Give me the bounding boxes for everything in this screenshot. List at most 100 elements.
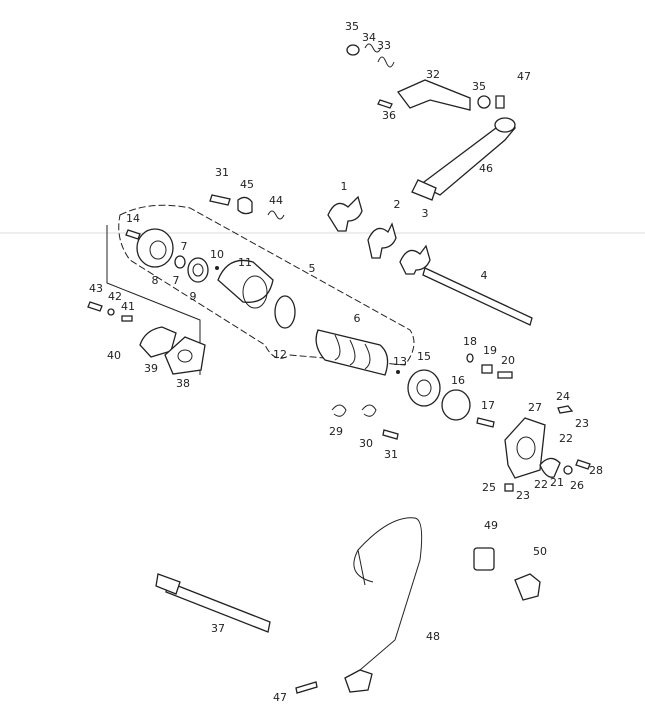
callout-15: 15 <box>417 350 431 363</box>
part-38-plate <box>164 336 206 375</box>
callout-14: 14 <box>126 212 140 225</box>
callout-26: 26 <box>570 479 584 492</box>
callout-43: 43 <box>89 282 103 295</box>
callout-22: 22 <box>534 478 548 491</box>
callout-31: 31 <box>215 166 229 179</box>
callout-16: 16 <box>451 374 465 387</box>
pedal-hub <box>494 117 516 133</box>
callout-32: 32 <box>426 68 440 81</box>
part-44-spring <box>267 210 285 220</box>
callout-34: 34 <box>362 31 376 44</box>
part-45-stopper <box>237 196 253 215</box>
part-49-bush <box>473 547 495 571</box>
callout-50: 50 <box>533 545 547 558</box>
part-27-plate <box>504 417 546 479</box>
part-41-pin <box>121 315 133 322</box>
parts-drawing <box>87 43 591 694</box>
part-13-pin <box>396 370 400 374</box>
callout-48: 48 <box>426 630 440 643</box>
callout-19: 19 <box>483 344 497 357</box>
callout-33: 33 <box>377 39 391 52</box>
part-4-fork-shaft <box>422 267 533 326</box>
part-48-stand <box>357 517 423 671</box>
part-3-fork <box>399 244 431 275</box>
part-28-bolt <box>575 459 591 470</box>
callout-8: 8 <box>152 274 159 287</box>
callout-31: 31 <box>384 448 398 461</box>
callout-1: 1 <box>341 180 348 193</box>
part-33-spring <box>377 56 395 68</box>
callout-37: 37 <box>211 622 225 635</box>
part-8-plate <box>136 228 174 268</box>
bearing-15-inner <box>416 379 432 397</box>
drum-end <box>242 275 268 309</box>
part-20-pin <box>497 371 513 379</box>
callout-28: 28 <box>589 464 603 477</box>
part-7-ring <box>174 255 186 269</box>
part-18-ring <box>466 353 474 363</box>
callout-45: 45 <box>240 178 254 191</box>
callout-17: 17 <box>481 399 495 412</box>
part-35-washer-b <box>477 95 491 109</box>
shaft-arm <box>155 573 181 595</box>
plate-27-hole <box>516 436 536 460</box>
callout-7: 7 <box>181 240 188 253</box>
part-29-spring <box>331 404 347 417</box>
part-30-spring <box>361 404 377 417</box>
callout-10: 10 <box>210 248 224 261</box>
stand-bracket <box>344 669 373 693</box>
part-25-block <box>504 483 514 492</box>
part-16-cam <box>441 389 471 421</box>
callout-7: 7 <box>173 274 180 287</box>
assembly-5-outline <box>118 204 415 366</box>
callout-40: 40 <box>107 349 121 362</box>
callout-18: 18 <box>463 335 477 348</box>
callout-30: 30 <box>359 437 373 450</box>
callout-35: 35 <box>345 20 359 33</box>
part-2-fork <box>367 222 397 259</box>
part-9-bearing <box>187 257 209 283</box>
part-31-bolt-b <box>382 429 399 440</box>
callout-20: 20 <box>501 354 515 367</box>
callout-21: 21 <box>550 476 564 489</box>
plate-hole <box>149 240 167 260</box>
callout-44: 44 <box>269 194 283 207</box>
part-21-stopper <box>539 457 561 478</box>
callout-12: 12 <box>273 348 287 361</box>
callout-49: 49 <box>484 519 498 532</box>
part-34-spring <box>364 43 382 53</box>
callout-27: 27 <box>528 401 542 414</box>
part-26-collar <box>563 465 573 475</box>
callout-47: 47 <box>273 691 287 704</box>
callout-22: 22 <box>559 432 573 445</box>
part-15-bearing <box>407 369 441 407</box>
drum-grooves <box>334 334 371 370</box>
part-39-gasket <box>139 326 177 358</box>
part-1-fork <box>327 195 363 232</box>
part-17-bolt <box>476 417 495 428</box>
callout-23: 23 <box>575 417 589 430</box>
part-47-bolt <box>495 95 505 109</box>
callout-4: 4 <box>481 269 488 282</box>
part-14-bolt <box>125 229 141 240</box>
part-47-bolt-b <box>295 681 318 694</box>
plate-38-hole <box>177 349 193 363</box>
part-10-pin <box>215 266 219 270</box>
callout-39: 39 <box>144 362 158 375</box>
part-12-bearing <box>274 295 296 329</box>
part-42-nut <box>107 308 115 316</box>
callout-23: 23 <box>516 489 530 502</box>
callout-6: 6 <box>354 312 361 325</box>
stand-foot <box>353 549 374 583</box>
callout-36: 36 <box>382 109 396 122</box>
part-6-shift-drum <box>315 329 389 376</box>
callout-24: 24 <box>556 390 570 403</box>
part-19-pin <box>481 364 493 374</box>
callout-5: 5 <box>309 262 316 275</box>
part-46-pedal <box>418 124 517 196</box>
part-43-bolt <box>87 301 103 312</box>
callout-42: 42 <box>108 290 122 303</box>
